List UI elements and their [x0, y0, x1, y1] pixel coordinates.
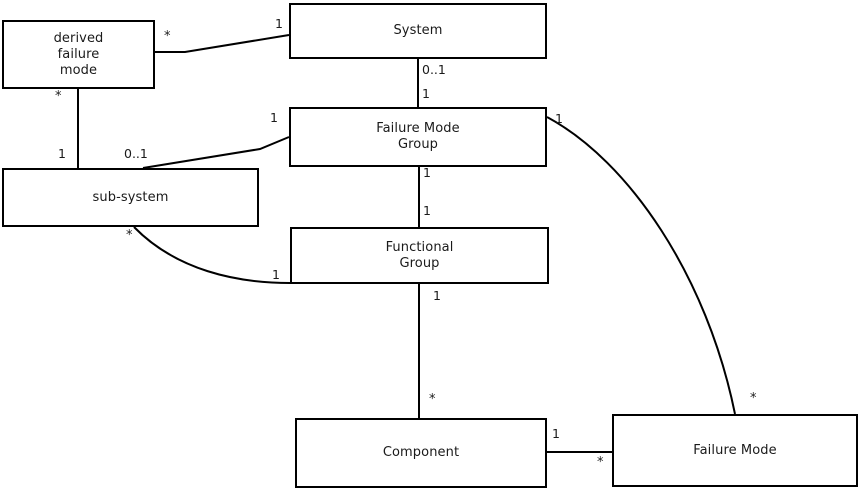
multiplicity-component-to-fm-one: 1	[552, 426, 560, 441]
class-box-functional-group[interactable]: Functional Group	[290, 227, 549, 284]
class-name-sub-system: sub-system	[92, 189, 169, 205]
multiplicity-fmg-to-fm-one: 1	[555, 111, 563, 126]
class-box-component[interactable]: Component	[295, 418, 547, 488]
multiplicity-fmg-from-subsystem-one: 1	[270, 110, 278, 125]
class-name-system: System	[393, 23, 443, 38]
class-name-failure-mode: Failure Mode	[693, 442, 777, 458]
multiplicity-system-to-fmg-zero-one: 0..1	[422, 62, 446, 77]
class-box-failure-mode[interactable]: Failure Mode	[612, 414, 858, 487]
multiplicity-subsystem-from-dfm-one: 1	[58, 146, 66, 161]
multiplicity-fg-from-fmg-one: 1	[423, 203, 431, 218]
multiplicity-fmg-to-fg-one: 1	[423, 165, 431, 180]
association-failure-mode-group-failure-mode	[546, 116, 736, 415]
class-name-derived-failure-mode: derived failure mode	[53, 30, 104, 78]
multiplicity-fg-to-component-one: 1	[433, 288, 441, 303]
association-sub-system-failure-mode-group	[142, 136, 290, 169]
class-name-component: Component	[382, 445, 460, 460]
class-box-sub-system[interactable]: sub-system	[2, 168, 259, 227]
multiplicity-subsystem-to-fg-star: *	[126, 228, 133, 243]
association-derived-failure-mode-system	[155, 34, 290, 53]
multiplicity-system-from-dfm-one: 1	[275, 16, 283, 31]
multiplicity-dfm-to-system-star: *	[164, 29, 171, 44]
multiplicity-subsystem-to-fmg-zero-one: 0..1	[124, 146, 148, 161]
class-name-functional-group: Functional Group	[385, 239, 454, 271]
association-sub-system-functional-group	[133, 226, 291, 284]
multiplicity-fmg-from-system-one: 1	[422, 86, 430, 101]
class-box-failure-mode-group[interactable]: Failure Mode Group	[289, 107, 547, 167]
multiplicity-fm-from-fmg-star: *	[750, 391, 757, 406]
class-box-system[interactable]: System	[289, 3, 547, 59]
class-name-failure-mode-group: Failure Mode Group	[376, 121, 460, 152]
multiplicity-component-from-fg-star: *	[429, 392, 436, 407]
multiplicity-fm-from-component-star: *	[597, 455, 604, 470]
class-box-derived-failure-mode[interactable]: derived failure mode	[2, 20, 155, 89]
multiplicity-dfm-to-subsystem-star: *	[55, 89, 62, 104]
multiplicity-fg-from-subsystem-one: 1	[272, 267, 280, 282]
